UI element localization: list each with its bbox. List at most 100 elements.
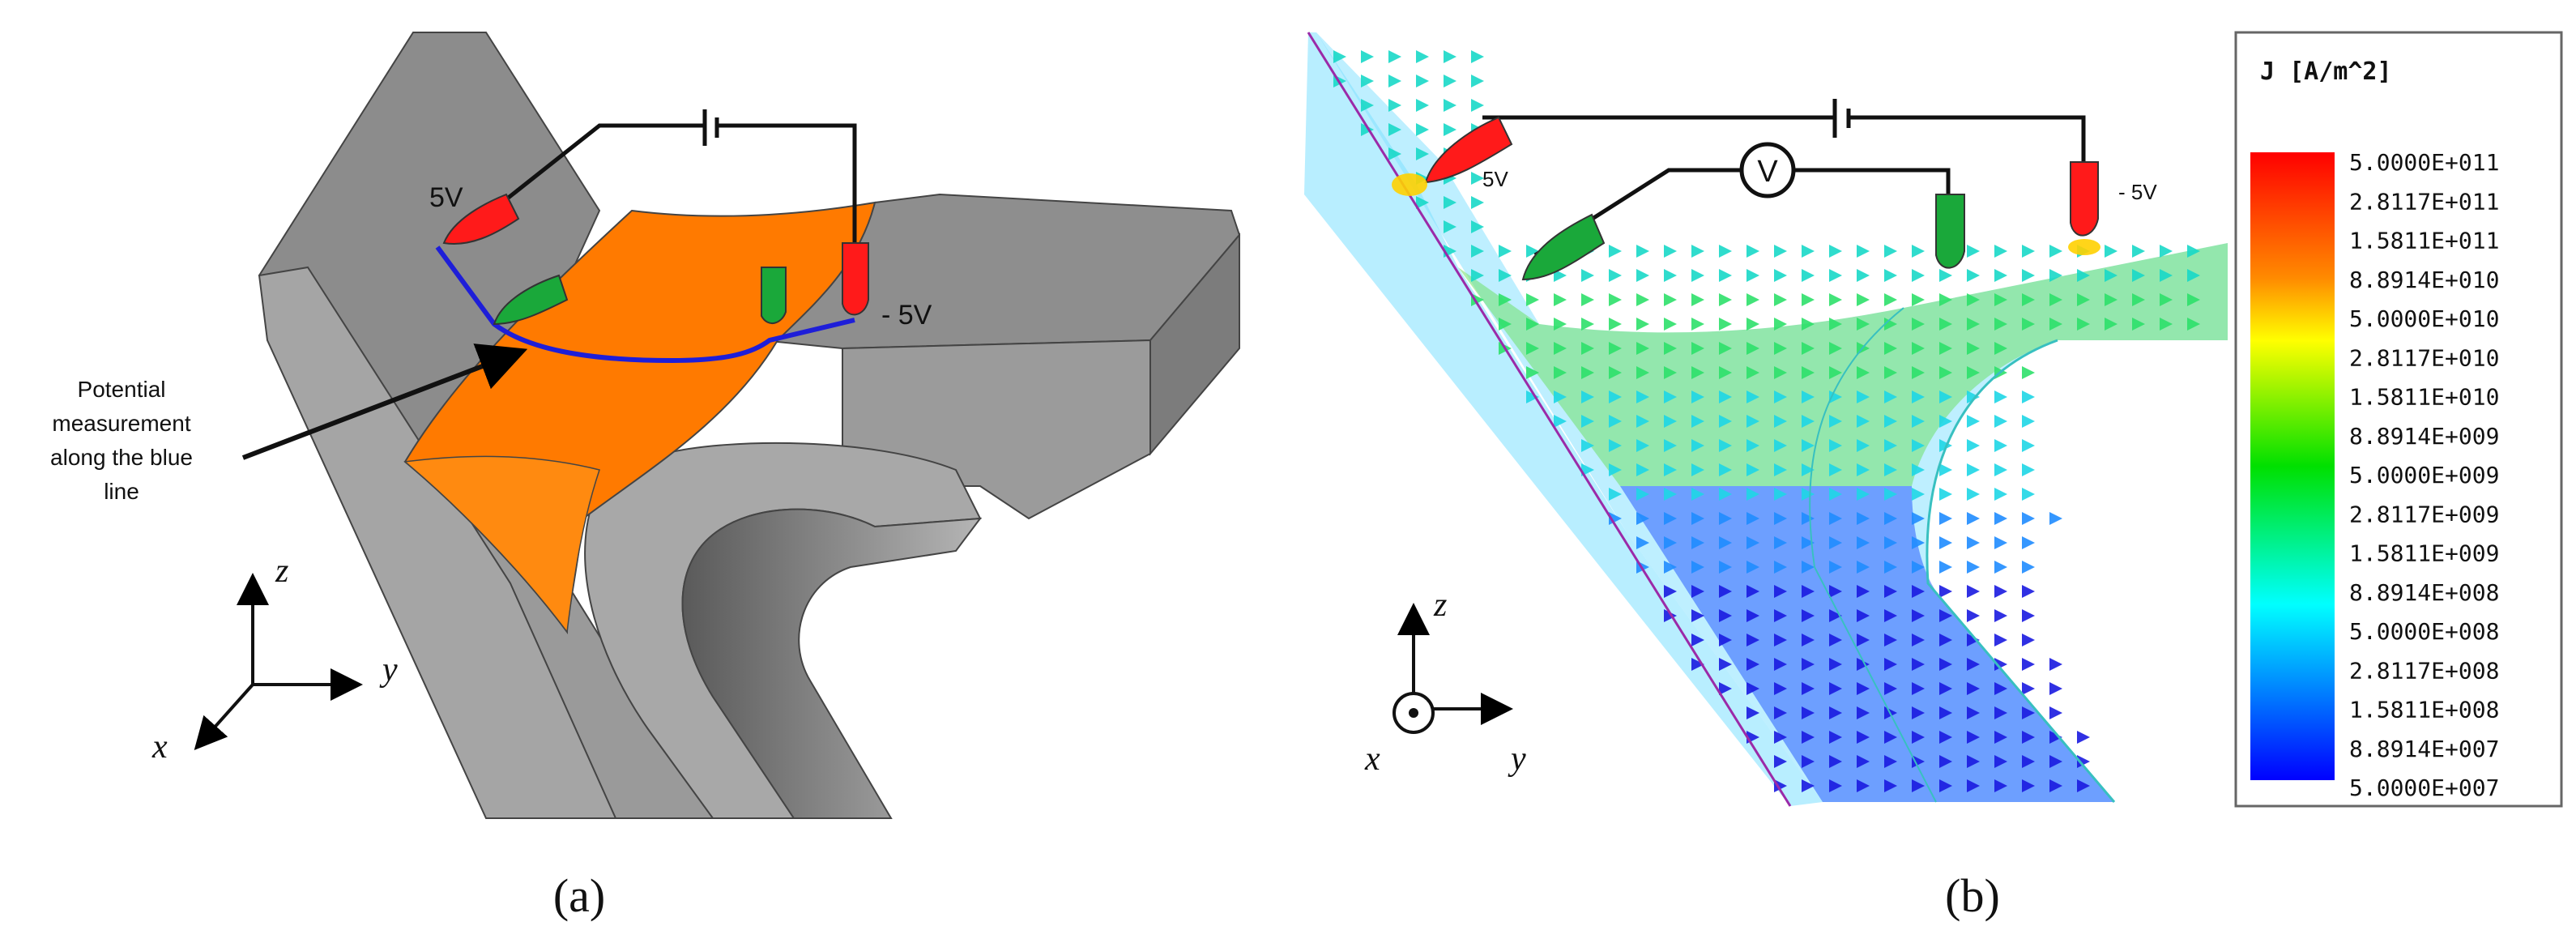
field-arrow (1939, 706, 1952, 719)
field-arrow (1802, 463, 1815, 476)
field-arrow (2160, 318, 2173, 331)
field-arrow (1802, 779, 1815, 792)
field-arrow (1774, 488, 1787, 501)
field-arrow (1939, 536, 1952, 549)
field-arrow (1994, 390, 2007, 403)
field-arrow (2105, 269, 2118, 282)
axis-z-label-a: z (275, 553, 288, 590)
field-arrow (1471, 50, 1484, 63)
field-arrow (1691, 318, 1704, 331)
field-arrow (1994, 536, 2007, 549)
field-arrow (1746, 463, 1759, 476)
field-arrow (1802, 634, 1815, 646)
field-arrow (1691, 585, 1704, 598)
field-arrow (2022, 682, 2035, 695)
field-arrow (1912, 439, 1925, 452)
green-probe-right-b (1935, 194, 1965, 269)
field-arrow (1994, 512, 2007, 525)
axis-y-label-b: y (1508, 740, 1526, 778)
field-arrow (1636, 293, 1649, 306)
field-arrow (1691, 512, 1704, 525)
field-arrow (1912, 318, 1925, 331)
field-arrow (1499, 293, 1512, 306)
field-arrow (1746, 342, 1759, 355)
field-arrow (1691, 536, 1704, 549)
blue-measurement-line (435, 245, 855, 364)
field-arrow (1912, 561, 1925, 574)
axes-a: z y x (151, 553, 398, 766)
field-arrow (1939, 561, 1952, 574)
left-plate-edge (258, 266, 617, 819)
field-arrow (1802, 755, 1815, 768)
field-arrow (1802, 561, 1815, 574)
field-arrow (1526, 390, 1539, 403)
field-arrow (1554, 366, 1567, 379)
field-arrow (2022, 706, 2035, 719)
field-arrow (2022, 318, 2035, 331)
field-arrow (1829, 463, 1842, 476)
field-arrow (1664, 342, 1677, 355)
field-arrow (1912, 755, 1925, 768)
field-arrow (2077, 269, 2090, 282)
field-arrow (1967, 269, 1980, 282)
field-arrow (1774, 318, 1787, 331)
field-arrow (1857, 488, 1870, 501)
field-arrow (1691, 658, 1704, 671)
field-arrow (1581, 439, 1594, 452)
field-arrow (2132, 269, 2145, 282)
field-arrow (1691, 634, 1704, 646)
field-arrow (1884, 561, 1897, 574)
field-arrow (2077, 318, 2090, 331)
field-arrow (1802, 512, 1815, 525)
field-arrow (1416, 75, 1429, 87)
field-arrow (2022, 755, 2035, 768)
field-arrow (1802, 366, 1815, 379)
field-arrow (1774, 512, 1787, 525)
field-arrow (2022, 293, 2035, 306)
hotspot-cathode (2068, 239, 2100, 255)
field-arrow (1994, 682, 2007, 695)
field-arrow (1691, 342, 1704, 355)
field-arrow (1912, 390, 1925, 403)
field-arrow (1774, 755, 1787, 768)
field-arrow (2049, 682, 2062, 695)
field-arrow (1857, 779, 1870, 792)
legend-value: 5.0000E+010 (2349, 305, 2499, 332)
field-arrow (1774, 536, 1787, 549)
field-arrow (1636, 342, 1649, 355)
field-arrow (1912, 463, 1925, 476)
field-arrow (1829, 658, 1842, 671)
field-region-green (1458, 243, 2228, 486)
field-arrow (2049, 293, 2062, 306)
field-arrow (1581, 390, 1594, 403)
legend-value: 5.0000E+008 (2349, 618, 2499, 645)
field-arrow (2077, 779, 2090, 792)
field-arrow (2022, 366, 2035, 379)
field-arrow (2022, 439, 2035, 452)
field-arrow (1774, 366, 1787, 379)
field-arrow (1884, 731, 1897, 744)
legend-value: 5.0000E+007 (2349, 774, 2499, 801)
field-arrow (1802, 536, 1815, 549)
voltmeter-icon (1739, 142, 1796, 198)
field-arrow (1857, 536, 1870, 549)
field-arrow (1774, 293, 1787, 306)
field-arrow (1994, 706, 2007, 719)
field-arrow (1829, 585, 1842, 598)
field-arrow (1636, 512, 1649, 525)
field-arrow (1746, 293, 1759, 306)
field-arrow (1884, 634, 1897, 646)
field-arrow (1416, 99, 1429, 112)
field-arrow (1912, 342, 1925, 355)
field-arrow (1664, 269, 1677, 282)
cathode-label-b: - 5V (2118, 180, 2157, 204)
legend-value: 2.8117E+008 (2349, 657, 2499, 684)
field-arrow (1719, 682, 1732, 695)
field-arrow (1939, 634, 1952, 646)
field-arrow (2022, 779, 2035, 792)
field-arrow (1829, 512, 1842, 525)
field-arrow (1967, 561, 1980, 574)
field-arrow (1829, 755, 1842, 768)
field-arrow (1912, 731, 1925, 744)
